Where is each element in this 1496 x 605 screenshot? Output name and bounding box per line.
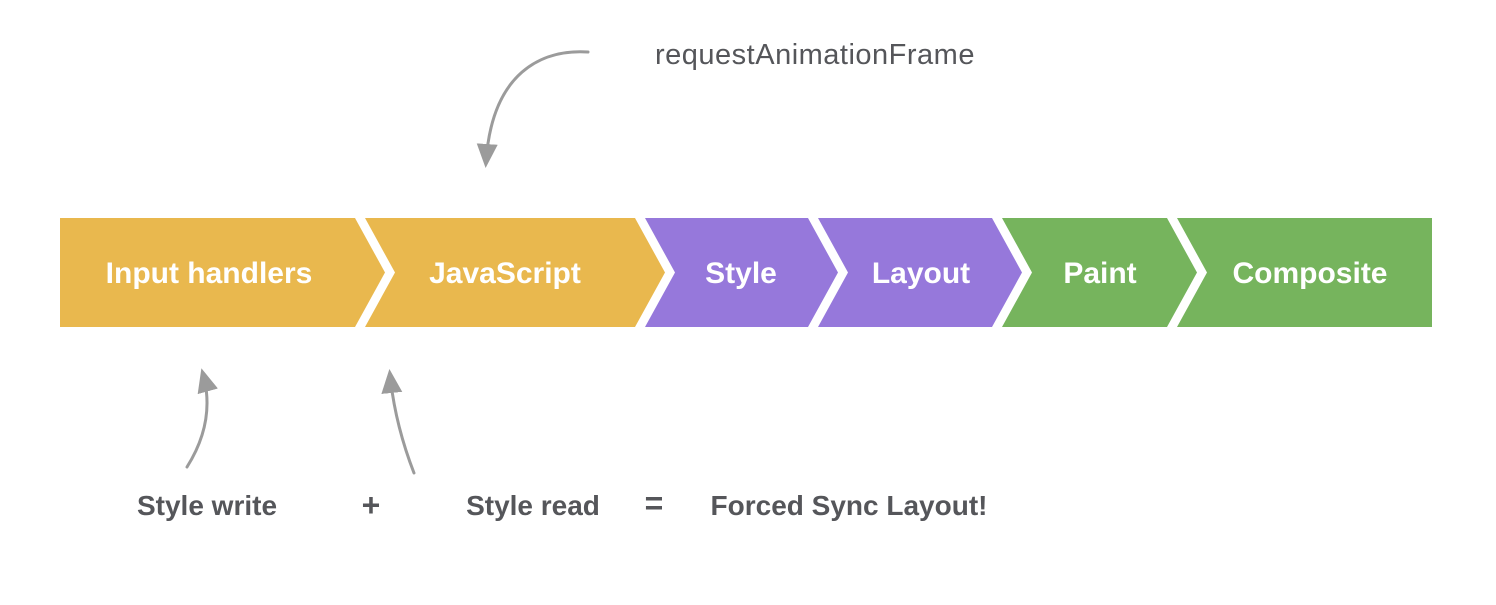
stage-label-paint: Paint xyxy=(1063,257,1136,290)
stage-label-input-handlers: Input handlers xyxy=(106,257,313,290)
stage-label-style: Style xyxy=(705,257,777,290)
raf-annotation-label: requestAnimationFrame xyxy=(655,39,975,71)
stage-label-layout: Layout xyxy=(872,257,970,290)
stage-shape-composite xyxy=(1177,218,1432,327)
plus-sign: + xyxy=(362,487,381,523)
style-read-label: Style read xyxy=(466,490,600,521)
style-read-arrow-icon xyxy=(381,369,416,475)
forced-sync-layout-equation: Style write + Style read = Forced Sync L… xyxy=(137,485,988,523)
stage-shape-paint xyxy=(1002,218,1197,327)
forced-sync-layout-label: Forced Sync Layout! xyxy=(711,490,988,521)
stage-label-composite: Composite xyxy=(1232,257,1387,290)
stage-shape-layout xyxy=(818,218,1022,327)
equals-sign: = xyxy=(645,485,664,521)
style-write-label: Style write xyxy=(137,490,277,521)
pipeline-bar: Input handlers JavaScript Style Layout P… xyxy=(60,218,1432,327)
style-write-arrow-icon xyxy=(185,368,218,469)
raf-curved-arrow-icon xyxy=(476,50,590,168)
stage-shape-javascript xyxy=(365,218,665,327)
stage-label-javascript: JavaScript xyxy=(429,257,581,290)
stage-shape-input-handlers xyxy=(60,218,385,327)
stage-shape-style xyxy=(645,218,838,327)
